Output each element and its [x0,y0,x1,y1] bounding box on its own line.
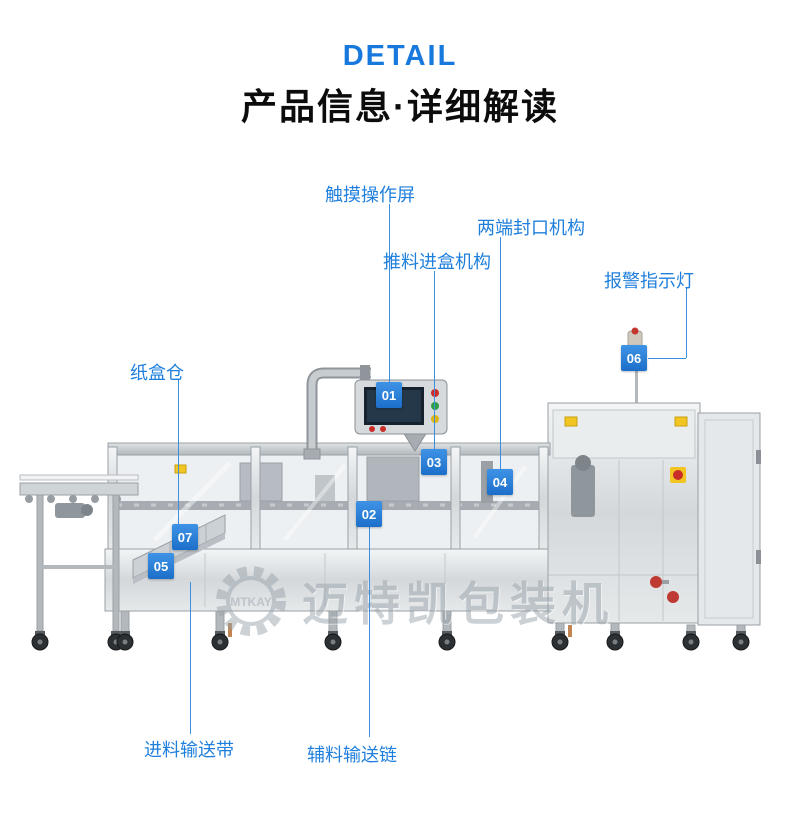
machine-legs [116,610,750,651]
callout-label-push-mechanism: 推料进盒机构 [383,252,491,272]
valve-handles [650,576,679,603]
page-subtitle: 产品信息·详细解读 [241,86,559,127]
leader-line-06-vertical [686,288,687,358]
callout-label-touch-screen: 触摸操作屏 [325,185,415,205]
emergency-stop-button [670,467,686,483]
warning-sticker [174,464,187,474]
callout-label-alarm-light: 报警指示灯 [604,271,694,291]
callout-label-aux-conveyor: 辅料输送链 [307,745,397,765]
control-arm [303,367,371,460]
badge-06: 06 [621,345,647,371]
callout-label-carton-bin: 纸盒仓 [130,363,184,383]
side-door [650,412,761,626]
leader-line-04 [500,237,501,469]
watermark-logo-text: MTKAY [230,595,272,609]
alarm-indicator-light [627,327,643,407]
watermark-text: 迈特凯包装机 [302,578,614,630]
badge-05: 05 [148,553,174,579]
watermark: MTKAY 迈特凯包装机 [212,562,614,640]
badge-01: 01 [376,382,402,408]
leader-line-03 [434,271,435,449]
warning-sticker [674,416,688,427]
badge-03: 03 [421,449,447,475]
leader-line-07 [178,380,179,524]
leader-line-01 [389,204,390,382]
badge-02: 02 [356,501,382,527]
leader-line-02 [369,527,370,737]
leader-line-06-horizontal [648,358,686,359]
conveyor-chain [115,501,548,510]
conveyor-motor [55,503,85,518]
sealing-cabinet [547,402,701,624]
leader-line-05 [190,582,191,734]
callout-label-sealing: 两端封口机构 [477,218,585,238]
gear-icon: MTKAY [216,566,286,636]
detail-title: DETAIL [342,40,458,72]
badge-07: 07 [172,524,198,550]
badge-04: 04 [487,469,513,495]
warning-sticker [564,416,578,427]
callout-label-feed-belt: 进料输送带 [144,740,234,760]
